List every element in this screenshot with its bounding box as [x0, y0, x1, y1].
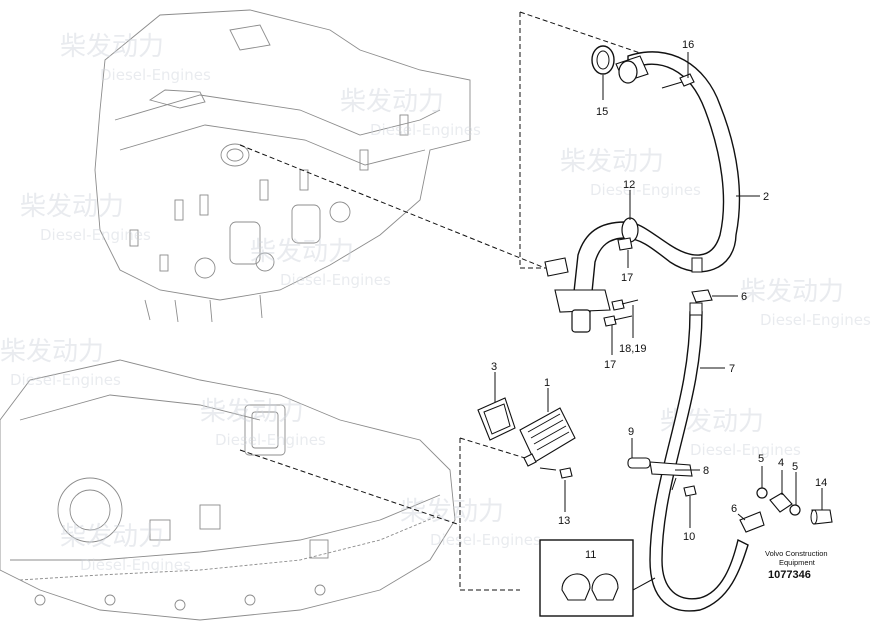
gasket-part — [477, 397, 516, 441]
inset-detail-box — [539, 539, 656, 617]
drawing-caption: Volvo Construction Equipment 1077346 — [765, 549, 828, 581]
watermark-brand: 柴发动力 — [400, 497, 504, 527]
lower-fitting-assembly — [739, 487, 833, 533]
watermark-sub: Diesel-Engines — [215, 431, 326, 449]
watermark-brand: 柴发动力 — [740, 277, 844, 307]
cover-part — [519, 407, 576, 479]
watermark-brand: 柴发动力 — [560, 147, 664, 177]
callout-16: 16 — [682, 39, 694, 51]
o-ring-part — [591, 45, 615, 75]
watermark-brand: 柴发动力 — [60, 32, 164, 62]
reference-lines — [239, 11, 691, 591]
watermark-brand: 柴发动力 — [340, 87, 444, 117]
watermark-sub: Diesel-Engines — [40, 226, 151, 244]
callout-8: 8 — [703, 465, 709, 477]
callout-11: 11 — [585, 549, 596, 561]
watermark-brand: 柴发动力 — [0, 337, 104, 367]
callout-12: 12 — [623, 179, 635, 191]
callout-17: 17 — [604, 359, 616, 371]
watermark-sub: Diesel-Engines — [370, 121, 481, 139]
callout-14: 14 — [815, 477, 827, 489]
leader-lines — [494, 52, 823, 528]
callout-4: 4 — [778, 457, 784, 469]
callout-7: 7 — [729, 363, 735, 375]
watermark-sub: Diesel-Engines — [690, 441, 801, 459]
watermark-brand: 柴发动力 — [200, 397, 304, 427]
caption-company-line2: Equipment — [779, 558, 816, 567]
hose-clamp-part — [627, 457, 697, 497]
callout-10: 10 — [683, 531, 695, 543]
watermark-sub: Diesel-Engines — [280, 271, 391, 289]
watermark-brand: 柴发动力 — [60, 522, 164, 552]
bolt-part — [661, 73, 695, 89]
watermark-layer: 柴发动力 Diesel-Engines 柴发动力 Diesel-Engines … — [0, 32, 871, 574]
watermark-sub: Diesel-Engines — [760, 311, 871, 329]
caption-drawing-number: 1077346 — [768, 569, 811, 581]
callout-labels: 16 15 2 12 17 6 18,19 17 7 3 1 9 8 5 4 5… — [491, 39, 827, 561]
callout-5: 5 — [758, 453, 764, 465]
callout-17: 17 — [621, 272, 633, 284]
caption-company: Volvo Construction — [765, 549, 828, 558]
callout-15: 15 — [596, 106, 608, 118]
callout-13: 13 — [558, 515, 570, 527]
watermark-sub: Diesel-Engines — [100, 66, 211, 84]
callout-9: 9 — [628, 426, 634, 438]
callout-18-19: 18,19 — [619, 343, 647, 355]
callout-5: 5 — [792, 461, 798, 473]
callout-6: 6 — [741, 291, 747, 303]
watermark-sub: Diesel-Engines — [590, 181, 701, 199]
engine-block-drawing — [0, 359, 456, 621]
pipe-bracket-assembly — [544, 217, 639, 333]
engine-cylinder-head-drawing — [94, 9, 471, 323]
callout-3: 3 — [491, 361, 497, 373]
callout-6: 6 — [731, 503, 737, 515]
watermark-sub: Diesel-Engines — [80, 556, 191, 574]
callout-1: 1 — [544, 377, 550, 389]
callout-2: 2 — [763, 191, 769, 203]
watermark-sub: Diesel-Engines — [430, 531, 541, 549]
watermark-brand: 柴发动力 — [250, 237, 354, 267]
watermark-sub: Diesel-Engines — [10, 371, 121, 389]
watermark-brand: 柴发动力 — [20, 192, 124, 222]
